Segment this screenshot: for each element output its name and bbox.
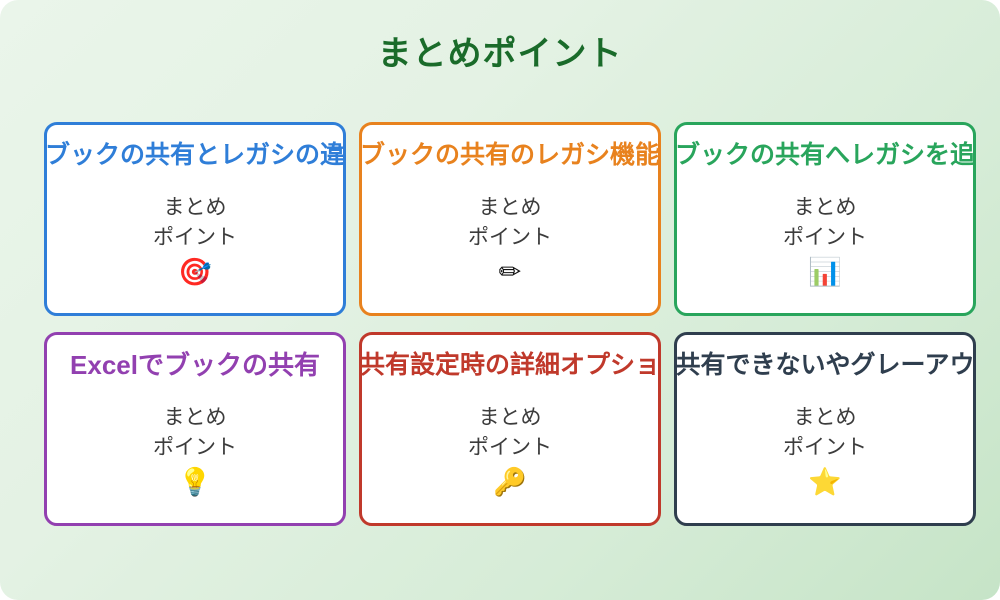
- card-title: ブックの共有のレガシ機能: [359, 141, 661, 169]
- summary-card[interactable]: 共有設定時の詳細オプショ まとめ ポイント 🔑: [359, 332, 661, 526]
- card-body-text: まとめ ポイント: [153, 406, 237, 460]
- card-body-text: まとめ ポイント: [783, 196, 867, 250]
- card-body-text: まとめ ポイント: [468, 406, 552, 460]
- card-title: Excelでブックの共有: [70, 350, 320, 380]
- card-body-text: まとめ ポイント: [468, 196, 552, 250]
- card-title: ブックの共有へレガシを追: [674, 141, 976, 169]
- card-title: 共有できないやグレーアウ: [675, 351, 975, 379]
- card-title: ブックの共有とレガシの違: [44, 141, 346, 169]
- star-icon: ⭐: [808, 467, 842, 498]
- summary-card[interactable]: ブックの共有のレガシ機能 まとめ ポイント ✏: [359, 122, 661, 316]
- target-icon: 🎯: [178, 257, 212, 288]
- summary-card-grid: ブックの共有とレガシの違 まとめ ポイント 🎯 ブックの共有のレガシ機能 まとめ…: [44, 122, 976, 526]
- page-title: まとめポイント: [377, 35, 623, 73]
- card-title: 共有設定時の詳細オプショ: [359, 351, 661, 379]
- card-body-text: まとめ ポイント: [783, 406, 867, 460]
- summary-card[interactable]: ブックの共有とレガシの違 まとめ ポイント 🎯: [44, 122, 346, 316]
- summary-card[interactable]: Excelでブックの共有 まとめ ポイント 💡: [44, 332, 346, 526]
- lightbulb-icon: 💡: [178, 467, 212, 498]
- key-icon: 🔑: [493, 467, 527, 498]
- summary-card[interactable]: ブックの共有へレガシを追 まとめ ポイント 📊: [674, 122, 976, 316]
- summary-card[interactable]: 共有できないやグレーアウ まとめ ポイント ⭐: [674, 332, 976, 526]
- pencil-icon: ✏: [498, 257, 522, 288]
- card-body-text: まとめ ポイント: [153, 196, 237, 250]
- bar-chart-icon: 📊: [808, 257, 842, 288]
